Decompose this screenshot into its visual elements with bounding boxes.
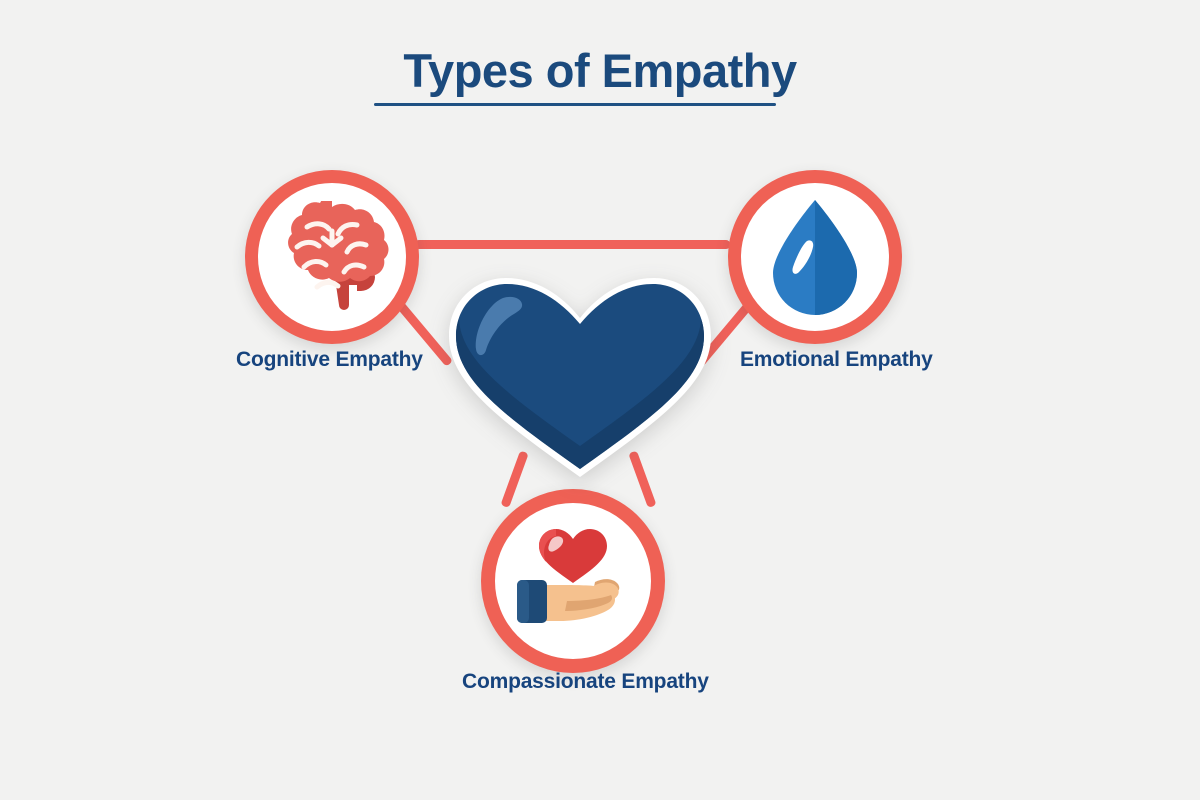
center-heart-icon <box>449 278 711 477</box>
node-compassionate[interactable] <box>481 489 665 673</box>
node-compassionate-ring <box>481 489 665 673</box>
water-drop-icon <box>773 200 857 315</box>
node-cognitive-label: Cognitive Empathy <box>236 348 423 371</box>
page-title-text: Types of Empathy <box>403 44 797 97</box>
node-compassionate-label: Compassionate Empathy <box>462 670 709 693</box>
node-emotional-label: Emotional Empathy <box>740 348 933 371</box>
title-underline <box>374 103 776 106</box>
hand-holding-heart-icon <box>517 529 620 623</box>
node-emotional-ring <box>728 170 902 344</box>
connector-cognitive-emotional <box>415 240 730 249</box>
node-cognitive[interactable] <box>245 170 419 344</box>
page-title: Types of Empathy <box>0 44 1200 97</box>
node-emotional[interactable] <box>728 170 902 344</box>
node-cognitive-ring <box>245 170 419 344</box>
brain-icon <box>288 201 389 310</box>
